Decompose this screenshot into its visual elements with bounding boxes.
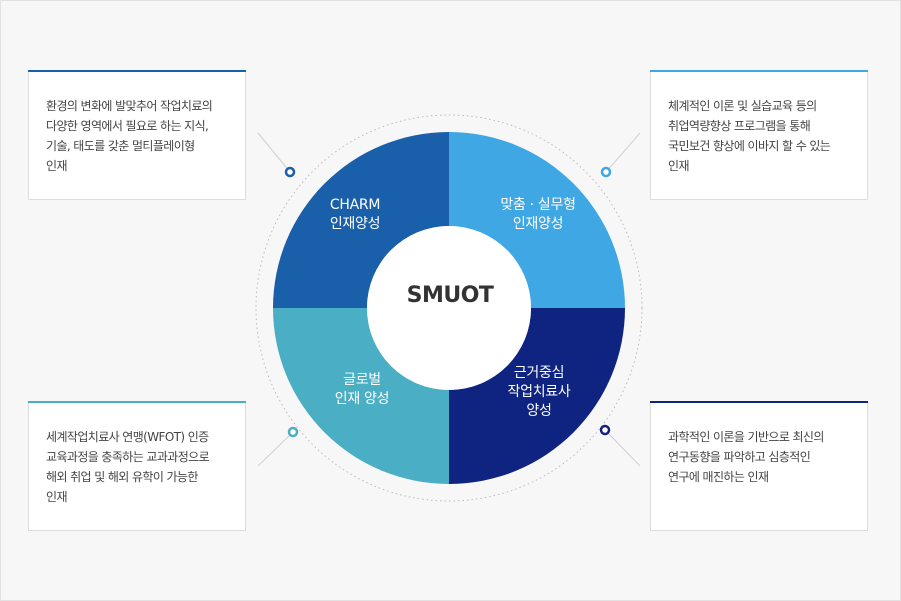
card-text: 체계적인 이론 및 실습교육 등의 취업역량향상 프로그램을 통해 국민보건 향…: [668, 99, 831, 173]
dot-bottom-right: [599, 424, 611, 436]
card-accent-bar: [28, 401, 246, 403]
segment-global: [273, 308, 449, 484]
card-text: 세계작업치료사 연맹(WFOT) 인증 교육과정을 충족하는 교과과정으로 해외…: [46, 430, 210, 504]
card-text: 환경의 변화에 발맞추어 작업치료의 다양한 영역에서 필요로 하는 지식, 기…: [46, 99, 213, 173]
segment-custom: [449, 132, 625, 308]
card-accent-bar: [28, 70, 246, 72]
card-bottom-left: 세계작업치료사 연맹(WFOT) 인증 교육과정을 충족하는 교과과정으로 해외…: [28, 401, 246, 531]
card-text: 과학적인 이론을 기반으로 최신의 연구동향을 파악하고 심층적인 연구에 매진…: [668, 430, 824, 484]
center-title: SMUOT: [406, 283, 494, 308]
segment-charm: [273, 132, 449, 308]
segment-global-label: 글로벌 인재 양성: [334, 372, 390, 407]
dot-top-right: [600, 166, 612, 178]
segment-evidence: [449, 308, 625, 484]
card-top-left: 환경의 변화에 발맞추어 작업치료의 다양한 영역에서 필요로 하는 지식, 기…: [28, 70, 246, 200]
connector-bottom-right: [605, 430, 641, 467]
connector-bottom-left: [257, 431, 294, 467]
segment-custom-label: 맞춤 · 실무형 인재양성: [500, 197, 576, 232]
card-accent-bar: [650, 70, 868, 72]
dot-bottom-left: [287, 426, 299, 438]
dot-top-left: [284, 166, 296, 178]
segment-evidence-label: 근거중심 작업치료사 양성: [507, 365, 571, 419]
segment-charm-label: CHARM 인재양성: [329, 197, 381, 232]
connector-top-left: [257, 132, 291, 173]
connector-top-right: [605, 132, 641, 173]
card-accent-bar: [650, 401, 868, 403]
card-bottom-right: 과학적인 이론을 기반으로 최신의 연구동향을 파악하고 심층적인 연구에 매진…: [650, 401, 868, 531]
dotted-orbit: [255, 114, 643, 502]
center-circle: [367, 226, 531, 390]
card-top-right: 체계적인 이론 및 실습교육 등의 취업역량향상 프로그램을 통해 국민보건 향…: [650, 70, 868, 200]
